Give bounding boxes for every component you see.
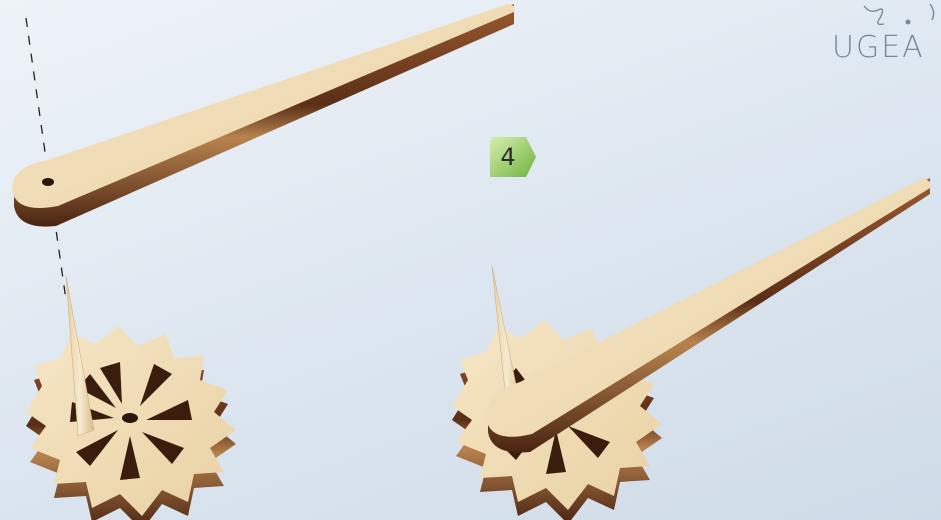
- clock-hand-detached: [12, 4, 514, 227]
- gear-with-hand-assembled: [452, 178, 930, 520]
- brand-name: UGEA: [832, 30, 925, 65]
- step-badge: 4: [490, 137, 536, 177]
- brand-logo: UGEA: [832, 0, 941, 70]
- hand-hole: [42, 178, 54, 186]
- step-number: 4: [490, 137, 526, 177]
- gear-with-pin-left: [26, 276, 236, 520]
